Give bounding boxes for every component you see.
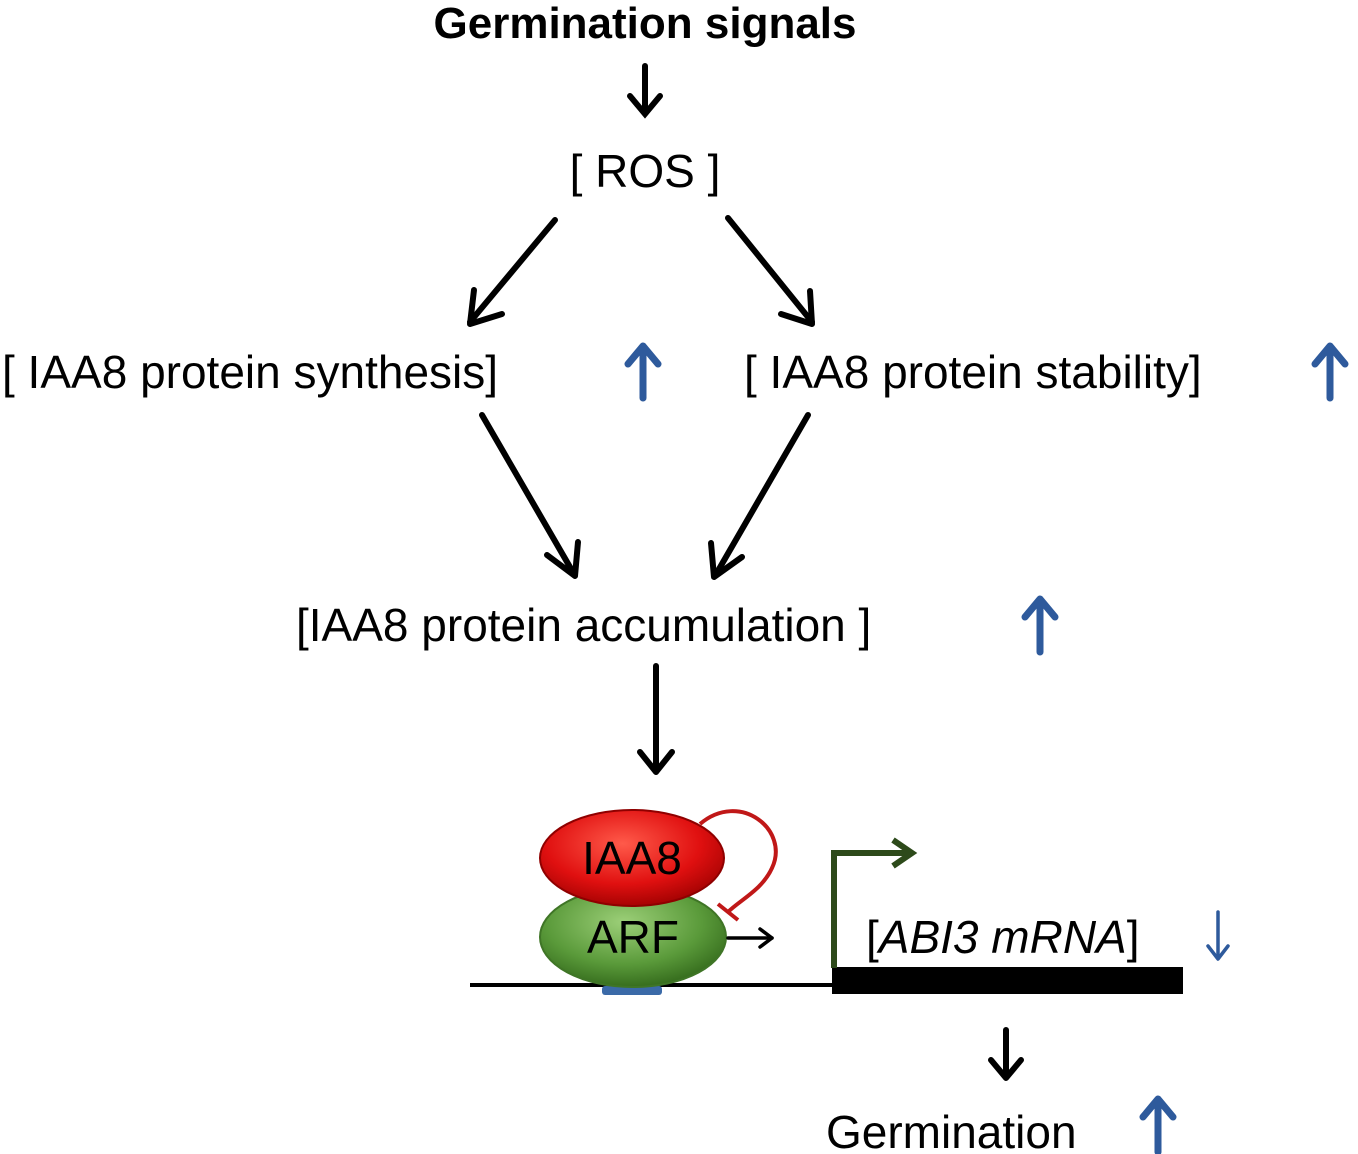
arf-activation-arrow — [726, 927, 774, 949]
node-germination: Germination — [826, 1106, 1077, 1154]
arrow-to-germination — [988, 1027, 1024, 1081]
inhibition-loop — [698, 809, 778, 922]
decrease-icon — [1206, 910, 1230, 961]
binding-site — [602, 986, 662, 995]
arrow-synthesis-to-accumulation — [479, 412, 581, 579]
increase-icon — [1311, 342, 1349, 402]
arf-label: ARF — [587, 911, 679, 963]
abi3-mrna-label: [ABI3 mRNA] — [866, 911, 1140, 963]
increase-icon — [1139, 1095, 1177, 1154]
node-iaa8-stability: [ IAA8 protein stability] — [744, 346, 1202, 398]
increase-icon — [1021, 595, 1059, 656]
arrow-signals-to-ros — [627, 63, 663, 119]
abi3-gene-body — [832, 967, 1183, 994]
node-iaa8-synthesis: [ IAA8 protein synthesis] — [2, 346, 498, 398]
arrow-stability-to-accumulation — [708, 412, 811, 580]
node-iaa8-accumulation: [IAA8 protein accumulation ] — [296, 599, 871, 651]
increase-icon — [624, 342, 662, 402]
arrow-accumulation-to-complex — [637, 663, 675, 775]
title-germination-signals: Germination signals — [434, 0, 857, 48]
arrow-ros-to-stability — [725, 215, 815, 327]
transcription-start-arrow — [831, 837, 918, 968]
arrow-ros-to-synthesis — [467, 217, 558, 327]
node-ros: [ ROS ] — [570, 145, 721, 197]
iaa8-protein — [539, 809, 725, 907]
iaa8-label: IAA8 — [582, 832, 682, 884]
